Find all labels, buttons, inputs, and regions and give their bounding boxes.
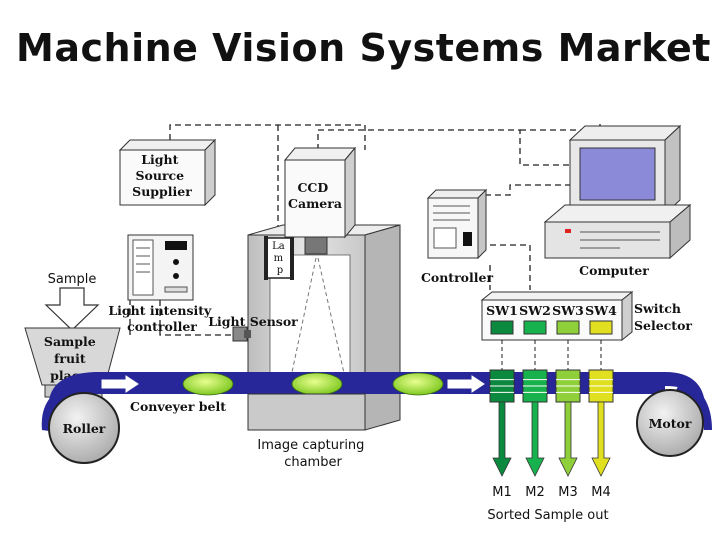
light-intensity-controller-device [127,234,194,301]
output-label-4: M4 [591,485,611,500]
sample-label: Sample [48,272,97,287]
light-intensity-controller-label: Light intensity controller [108,303,215,334]
controller-device [426,188,488,260]
switch-3 [556,320,580,335]
output-arrow-1 [492,401,512,477]
switch-label-3: SW3 [552,303,584,318]
switch-label-2: SW2 [519,303,551,318]
page-title: Machine Vision Systems Market [16,26,711,70]
lamp-label: La m p [272,241,288,276]
output-arrow-2 [525,401,545,477]
output-label-2: M2 [525,485,545,500]
motor: Motor [636,389,704,457]
belt-direction-arrows [101,375,485,393]
light-source-supplier: Light Source Supplier [118,138,217,207]
controller-label: Controller [421,270,494,285]
switch-label-4: SW4 [585,303,617,318]
lamp: La m p [264,236,294,280]
switch-label-1: SW1 [486,303,518,318]
computer [543,124,692,260]
roller: Roller [48,392,120,464]
ccd-camera: CCD Camera [283,146,357,255]
output-label-1: M1 [492,485,512,500]
output-arrow-4 [591,401,611,477]
conveyer-belt-label: Conveyer belt [130,399,226,414]
switch-selector-label: Switch Selector [634,301,692,333]
light-source-supplier-label: Light Source Supplier [132,152,192,199]
output-arrow-3 [558,401,578,477]
motor-label: Motor [649,416,692,431]
output-label-3: M3 [558,485,578,500]
sample-arrow [44,287,100,331]
fruits [182,372,444,396]
switch-2 [523,320,547,335]
switch-1 [490,320,514,335]
ccd-camera-label: CCD Camera [288,180,342,211]
chamber-base [247,393,366,431]
computer-label: Computer [579,263,649,278]
switch-4 [589,320,613,335]
light-sensor-label: Light Sensor [208,314,298,329]
sorted-sample-out-label: Sorted Sample out [487,508,608,523]
light-sensor [232,326,251,342]
roller-label: Roller [63,421,106,436]
image-capturing-chamber-label: Image capturing chamber [257,438,368,470]
